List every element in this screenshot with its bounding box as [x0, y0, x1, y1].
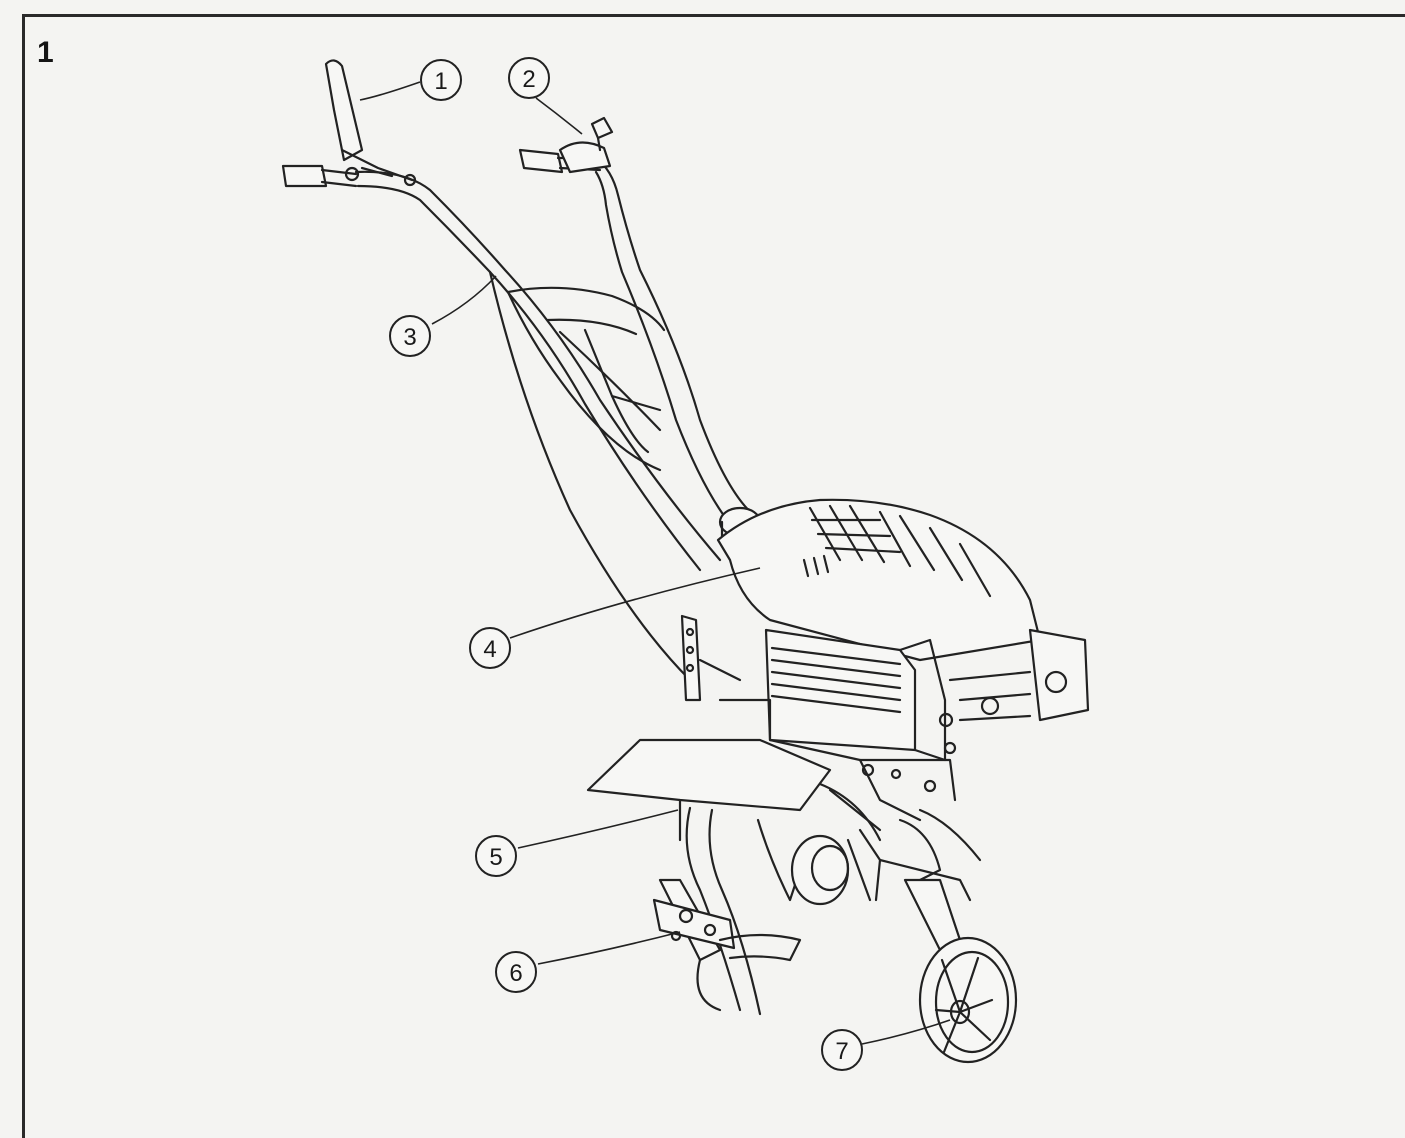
leader-line-7 — [861, 1019, 951, 1045]
callout-3: 3 — [389, 315, 431, 357]
throttle-lever-drawing — [324, 59, 417, 187]
callout-7: 7 — [821, 1029, 863, 1071]
leader-line-6 — [537, 931, 681, 965]
callout-1: 1 — [420, 59, 462, 101]
callout-2-label: 2 — [522, 66, 535, 93]
handlebar-drawing — [281, 148, 762, 682]
leader-line-2 — [535, 97, 583, 135]
callout-1-label: 1 — [434, 68, 447, 95]
callout-5-label: 5 — [489, 844, 502, 871]
depth-stake-drawing — [680, 614, 742, 702]
figure-number: 1 — [37, 36, 54, 69]
callout-5: 5 — [475, 835, 517, 877]
callout-4: 4 — [469, 627, 511, 669]
callout-3-label: 3 — [403, 324, 416, 351]
leader-line-3 — [431, 275, 497, 325]
leader-line-1 — [359, 81, 421, 101]
engine-switch-drawing — [558, 116, 614, 174]
tine-shield-drawing — [586, 738, 882, 842]
tines-drawing — [652, 806, 982, 1016]
callout-6-label: 6 — [509, 960, 522, 987]
callout-2: 2 — [508, 57, 550, 99]
callout-6: 6 — [495, 951, 537, 993]
leader-line-5 — [517, 809, 679, 849]
transport-wheel-drawing — [903, 878, 1018, 1064]
engine-drawing — [716, 498, 1090, 822]
leader-line-4 — [509, 567, 761, 639]
callout-7-label: 7 — [835, 1038, 848, 1065]
figure-frame — [22, 14, 1405, 1138]
leader-lines — [359, 81, 951, 1045]
callout-4-label: 4 — [483, 636, 496, 663]
callouts: 1 2 3 4 5 6 7 — [389, 57, 863, 1071]
